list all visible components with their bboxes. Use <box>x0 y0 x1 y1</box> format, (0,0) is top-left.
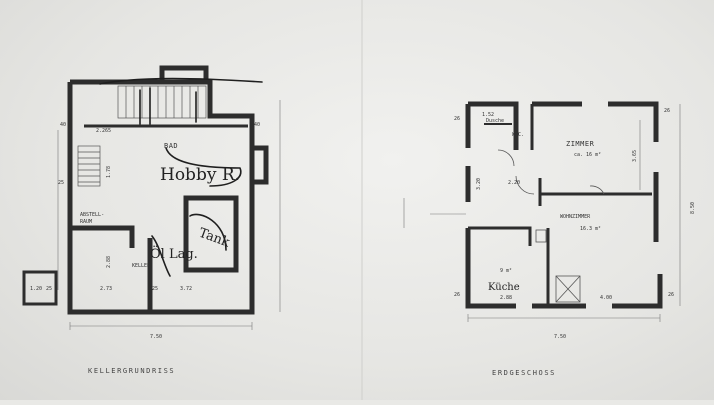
basement-dim-left-b: 2.88 <box>106 256 112 268</box>
ground-wall-left-lower <box>465 228 516 309</box>
room-label-abstellraum-2: RAUM <box>80 219 92 225</box>
ground-dim-corner-b: 26 <box>664 108 670 114</box>
ground-floor-plan: Dusche W.C. ZIMMER ca. 16 m² WOHNZIMMER … <box>403 101 696 377</box>
basement-dim-bottom-right: 3.72 <box>180 286 192 292</box>
basement-annex-wall <box>22 270 58 306</box>
room-label-tank: Tank <box>197 226 232 251</box>
ground-wall-bottom-right <box>612 274 663 309</box>
ground-wall-top-right <box>608 101 659 142</box>
ground-dim-corner-a: 26 <box>454 116 460 122</box>
room-label-kueche: Küche <box>488 282 520 293</box>
basement-inner-wall-1 <box>70 225 135 248</box>
basement-dim-side-right: 40 <box>254 122 260 128</box>
room-label-abstellraum-1: ABSTELL- <box>80 212 104 218</box>
ground-dim-corner-c: 26 <box>454 292 460 298</box>
basement-dim-left-a: 1.78 <box>106 166 112 178</box>
ground-door-swings <box>497 149 605 195</box>
kitchen-stove <box>535 229 581 303</box>
basement-bay-window <box>252 145 269 185</box>
ground-dim-total-width: 7.50 <box>554 334 566 340</box>
ground-wall-top-left <box>468 101 519 150</box>
basement-stairs <box>77 85 207 187</box>
basement-dim-top-left: 2.265 <box>96 128 111 134</box>
room-label-dusche: Dusche <box>486 118 504 124</box>
basement-dim-side-left: 40 <box>60 122 66 128</box>
room-label-wohnzimmer: WOHNZIMMER <box>560 214 591 220</box>
ground-caption: ERDGESCHOSS <box>492 369 556 377</box>
room-label-zimmer: ZIMMER <box>566 140 595 148</box>
basement-dim-total-width: 7.50 <box>150 334 162 340</box>
basement-outer-wall <box>67 79 255 315</box>
room-label-keller-hand: Öl Lag. <box>150 245 198 262</box>
basement-dimension-lines <box>57 100 281 330</box>
ground-wall-kueche-top <box>468 226 532 246</box>
ground-dim-mid: 2.20 <box>508 180 520 186</box>
room-label-bad: BAD <box>164 142 178 150</box>
ground-dim-wc-a: 1.52 <box>482 112 494 118</box>
basement-dim-annex-a: 1.20 <box>30 286 42 292</box>
room-label-zimmer-area: ca. 16 m² <box>574 152 601 158</box>
ground-dim-kueche-w: 2.88 <box>500 295 512 301</box>
ground-dim-height-a: 3.65 <box>632 150 638 162</box>
basement-stair-bump <box>159 65 209 82</box>
basement-dim-bottom-mid: 25 <box>152 286 158 292</box>
room-label-hobby: Hobby R. <box>160 165 240 185</box>
ground-dim-corner-d: 26 <box>668 292 674 298</box>
room-label-kueche-area: 9 m² <box>500 268 512 274</box>
basement-caption: KELLERGRUNDRISS <box>88 367 175 375</box>
basement-dim-annex-b: 25 <box>46 286 52 292</box>
basement-dim-small-25: 25 <box>58 180 64 186</box>
basement-tank-room-wall <box>183 195 239 273</box>
room-label-wc: W.C. <box>512 132 524 138</box>
basement-pen-annotations <box>99 77 263 277</box>
basement-plan: BAD Hobby R. ABSTELL- RAUM KELLER Öl Lag… <box>22 65 281 375</box>
room-label-keller: KELLER <box>132 263 151 269</box>
ground-dim-left-a: 3.20 <box>476 178 482 190</box>
basement-dim-bottom-left: 2.73 <box>100 286 112 292</box>
room-label-wohnzimmer-area: 16.3 m² <box>580 226 601 232</box>
ground-dim-right-w: 4.00 <box>600 295 612 301</box>
ground-dim-right-height: 8.50 <box>690 202 696 214</box>
ground-dimension-lines <box>403 104 681 322</box>
